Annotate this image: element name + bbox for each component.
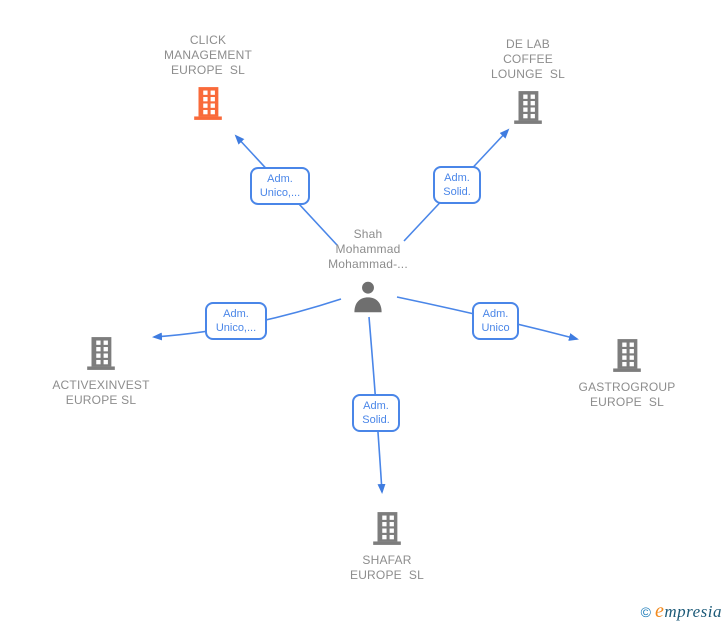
company-name: SHAFAR EUROPE SL — [349, 553, 425, 582]
edge-label-adm-unico-click-management[interactable]: Adm. Unico,... — [250, 167, 310, 205]
edge-label-adm-solid-de-lab-coffee[interactable]: Adm. Solid. — [433, 166, 481, 204]
building-icon[interactable] — [509, 89, 547, 126]
edge-label-adm-unico-activexinvest[interactable]: Adm. Unico,... — [205, 302, 267, 340]
company-name: DE LAB COFFEE LOUNGE SL — [490, 37, 566, 81]
company-node-activexinvest[interactable]: ACTIVEXINVEST EUROPE SL — [21, 335, 181, 408]
company-name: GASTROGROUP EUROPE SL — [578, 380, 676, 409]
edge-label-adm-unico-gastrogroup[interactable]: Adm. Unico — [472, 302, 519, 340]
building-icon[interactable] — [368, 510, 406, 547]
brand-initial: e — [654, 600, 665, 622]
building-icon[interactable] — [82, 335, 120, 372]
company-name: ACTIVEXINVEST EUROPE SL — [52, 378, 150, 407]
building-icon[interactable] — [608, 337, 646, 374]
edge-label-adm-solid-shafar[interactable]: Adm. Solid. — [352, 394, 400, 432]
brand-rest: mpresia — [664, 602, 722, 621]
company-node-gastrogroup[interactable]: GASTROGROUP EUROPE SL — [547, 337, 707, 410]
company-node-click-management[interactable]: CLICK MANAGEMENT EUROPE SL — [128, 33, 288, 122]
company-node-de-lab-coffee[interactable]: DE LAB COFFEE LOUNGE SL — [448, 37, 608, 126]
brand-wordmark: empresia — [655, 601, 722, 622]
building-icon[interactable] — [189, 85, 227, 122]
company-name: CLICK MANAGEMENT EUROPE SL — [163, 33, 252, 77]
company-node-shafar[interactable]: SHAFAR EUROPE SL — [307, 510, 467, 583]
person-icon[interactable] — [351, 279, 385, 315]
person-node-shah-mohammad[interactable]: Shah Mohammad Mohammad-... — [288, 227, 448, 315]
copyright-symbol: © — [640, 604, 651, 620]
empresia-logo[interactable]: © empresia — [641, 601, 722, 622]
person-name: Shah Mohammad Mohammad-... — [328, 227, 408, 271]
